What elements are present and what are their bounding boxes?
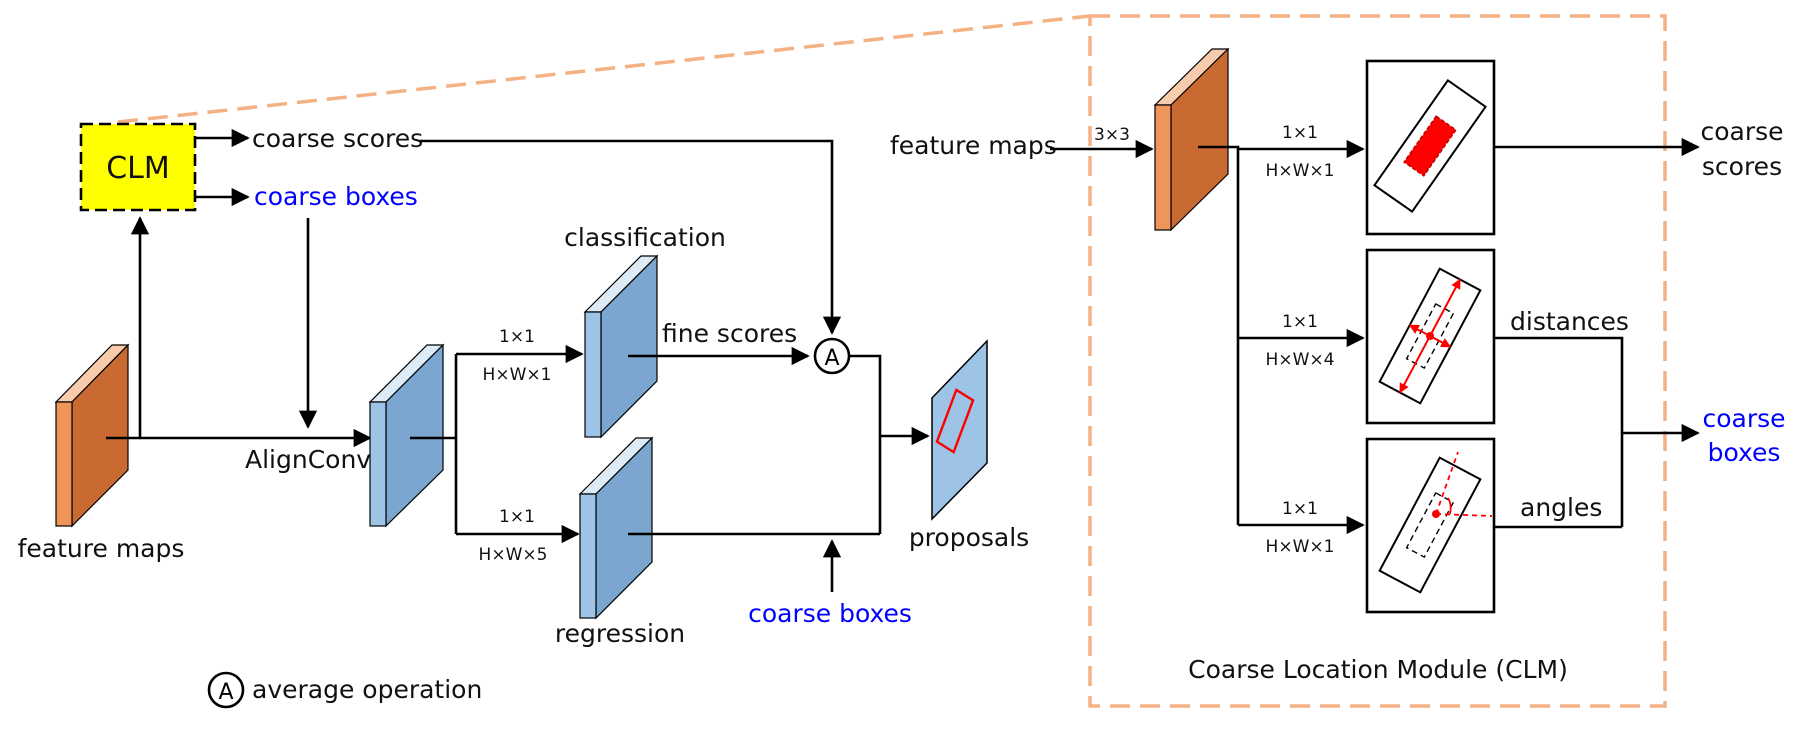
clm-distances-long-arrow-2 [1399,335,1431,394]
proposals-map [931,339,988,521]
reg-conv-shape-label: H×W×5 [479,545,548,565]
clm-feature-block-front [1154,104,1172,231]
classification-label: classification [564,223,726,252]
legend-average-symbol: A [218,680,233,705]
clm-branch2-kernel: 1×1 [1282,312,1318,332]
clm-distances-long-arrow [1429,278,1461,337]
clm-branch1-kernel: 1×1 [1282,123,1318,143]
feature-maps-left-label: feature maps [18,534,185,563]
clm-distances-label: distances [1510,307,1629,336]
alignconv-label: AlignConv [245,445,371,474]
clm-trunk-line [1198,145,1240,525]
regression-block-front [579,493,597,619]
coarse-scores-to-avg-line [420,139,842,335]
average-operator-symbol: A [824,346,839,371]
clm-box [79,122,197,212]
legend-average-text: average operation [252,675,482,704]
clm-distances-output-line [1494,336,1624,527]
clm-angles-panel-frame [1365,437,1496,614]
clm-out-scores-line2: scores [1702,152,1782,181]
clm-feature-block [1153,47,1230,232]
coarse-boxes-bottom-label: coarse boxes [748,599,912,628]
clm-module-title: Coarse Location Module (CLM) [1188,655,1568,684]
fine-scores-label: fine scores [662,319,797,348]
regression-label: regression [555,619,685,648]
clm-branch1-shape: H×W×1 [1266,161,1335,181]
clm-branch3-kernel: 1×1 [1282,499,1318,519]
clm-feature-maps-label: feature maps [890,131,1057,160]
clm-branch2-shape: H×W×4 [1266,350,1335,370]
clm-distances-center [1426,332,1434,340]
alignconv-branch-line [410,354,458,534]
clm-out-boxes-line1: coarse [1702,404,1785,433]
clm-region-border [1088,14,1667,708]
legend-average-icon [207,671,245,709]
classification-block-front [584,311,602,438]
clm-angles-direction-line [1435,451,1459,515]
clm-out-boxes-line2: boxes [1708,438,1781,467]
proposal-box-icon [935,388,975,454]
clm-angles-rotated-box [1378,456,1482,594]
clm-branch3-shape: H×W×1 [1266,537,1335,557]
reg-conv-kernel-label: 1×1 [499,507,535,527]
coarse-scores-left-label: coarse scores [252,124,423,153]
clm-scores-rotated-box [1373,78,1487,214]
feature-maps-left-front [55,401,73,527]
clm-conv-kernel-label: 3×3 [1094,125,1130,145]
clm-angles-inner-box [1405,491,1455,559]
classification-block [583,254,659,439]
regression-block [578,436,654,620]
proposals-label: proposals [909,523,1029,552]
clm-box-label: CLM [106,151,170,186]
clm-angles-panel [1365,437,1496,614]
alignconv-block-front [369,401,387,527]
clm-angles-center [1432,510,1440,518]
clm-angles-label: angles [1520,493,1602,522]
coarse-boxes-left-label: coarse boxes [254,182,418,211]
clm-scores-red-object [1403,115,1457,177]
feature-maps-block-left [54,343,130,528]
cls-conv-kernel-label: 1×1 [499,327,535,347]
clm-scores-panel [1365,59,1496,236]
clm-zoom-line-top [117,14,1091,124]
clm-angles-horizontal-line [1435,513,1493,517]
clm-out-scores-line1: coarse [1700,117,1783,146]
alignconv-block [368,343,445,528]
clm-angles-arc [1447,497,1452,515]
clm-distances-panel [1365,248,1496,425]
cls-conv-shape-label: H×W×1 [483,365,552,385]
avg-to-proposals-line [849,354,882,534]
